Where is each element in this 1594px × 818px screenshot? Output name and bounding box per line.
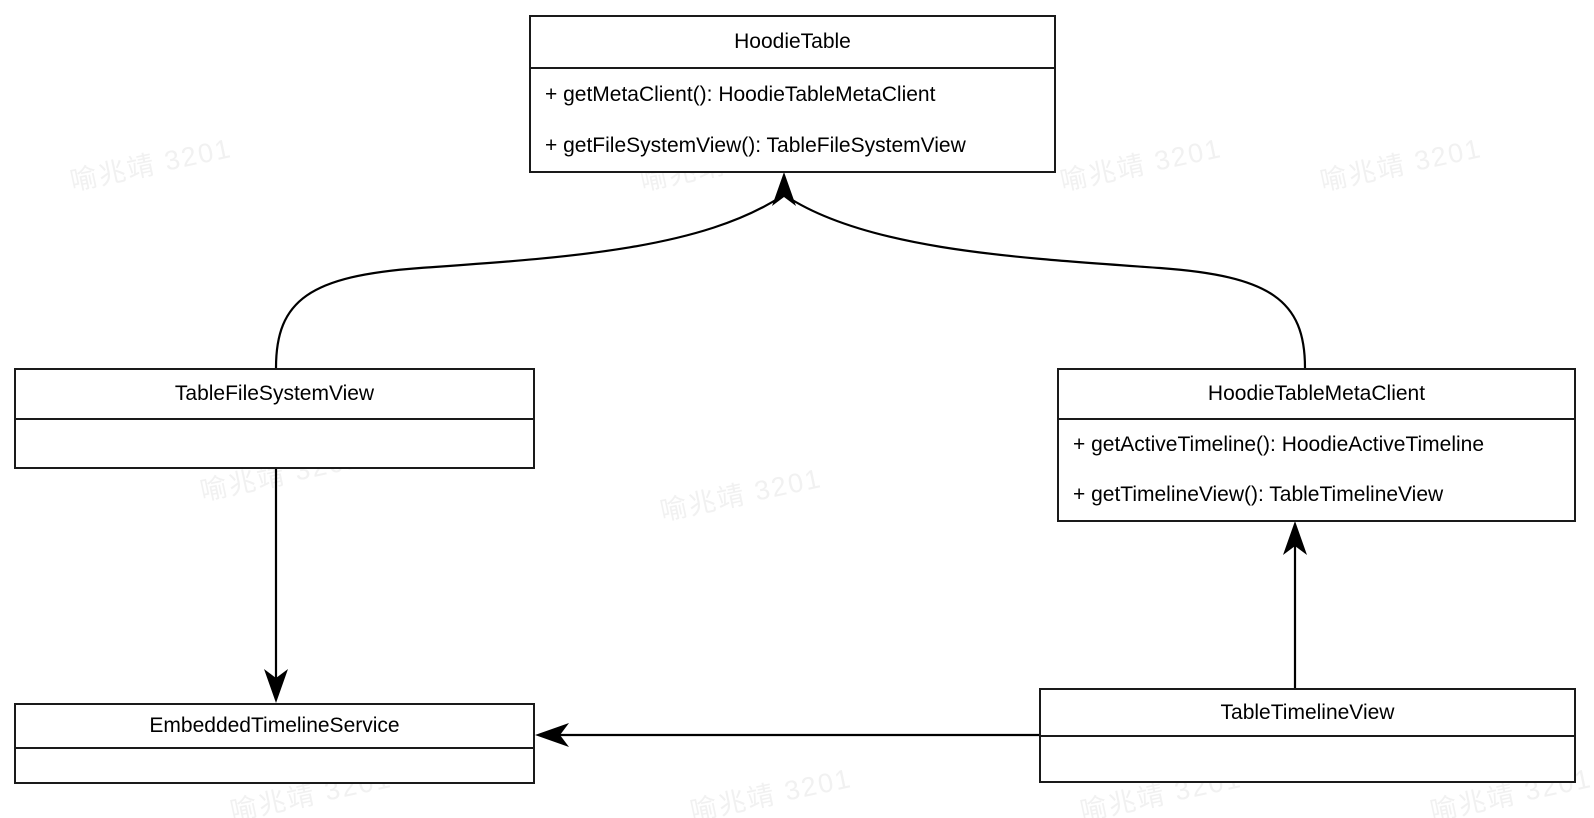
connector-hoodietablemetaclient-to-hoodietable — [785, 195, 1307, 369]
arrowhead-into-embeddedtimelineservice-right — [535, 723, 569, 747]
class-member: + getFileSystemView(): TableFileSystemVi… — [545, 133, 966, 157]
class-member: + getActiveTimeline(): HoodieActiveTimel… — [1073, 433, 1485, 456]
class-box-table-file-system-view[interactable]: TableFileSystemView — [14, 368, 535, 469]
class-box-embedded-timeline-service[interactable]: EmbeddedTimelineService — [14, 703, 535, 784]
class-members-hoodie-table-meta-client: + getActiveTimeline(): HoodieActiveTimel… — [1059, 420, 1574, 520]
class-name-hoodie-table-meta-client: HoodieTableMetaClient — [1059, 370, 1574, 420]
class-member: + getTimelineView(): TableTimelineView — [1073, 483, 1444, 506]
arrowhead-into-hoodietable — [772, 172, 796, 206]
class-name-table-file-system-view: TableFileSystemView — [16, 370, 533, 420]
class-box-table-timeline-view[interactable]: TableTimelineView — [1039, 688, 1576, 783]
arrowhead-into-hoodietablemetaclient-bottom — [1283, 521, 1307, 555]
class-members-table-timeline-view — [1041, 737, 1574, 782]
arrowhead-into-embeddedtimelineservice-top — [264, 669, 288, 703]
class-name-embedded-timeline-service: EmbeddedTimelineService — [16, 705, 533, 749]
class-box-hoodie-table[interactable]: HoodieTable + getMetaClient(): HoodieTab… — [529, 15, 1056, 173]
class-members-embedded-timeline-service — [16, 749, 533, 783]
class-members-hoodie-table: + getMetaClient(): HoodieTableMetaClient… — [531, 69, 1054, 171]
class-box-hoodie-table-meta-client[interactable]: HoodieTableMetaClient + getActiveTimelin… — [1057, 368, 1576, 522]
class-name-hoodie-table: HoodieTable — [531, 17, 1054, 69]
connector-tablefilesystemview-to-hoodietable — [274, 195, 783, 369]
class-members-table-file-system-view — [16, 420, 533, 468]
class-name-table-timeline-view: TableTimelineView — [1041, 690, 1574, 737]
class-member: + getMetaClient(): HoodieTableMetaClient — [545, 82, 936, 106]
